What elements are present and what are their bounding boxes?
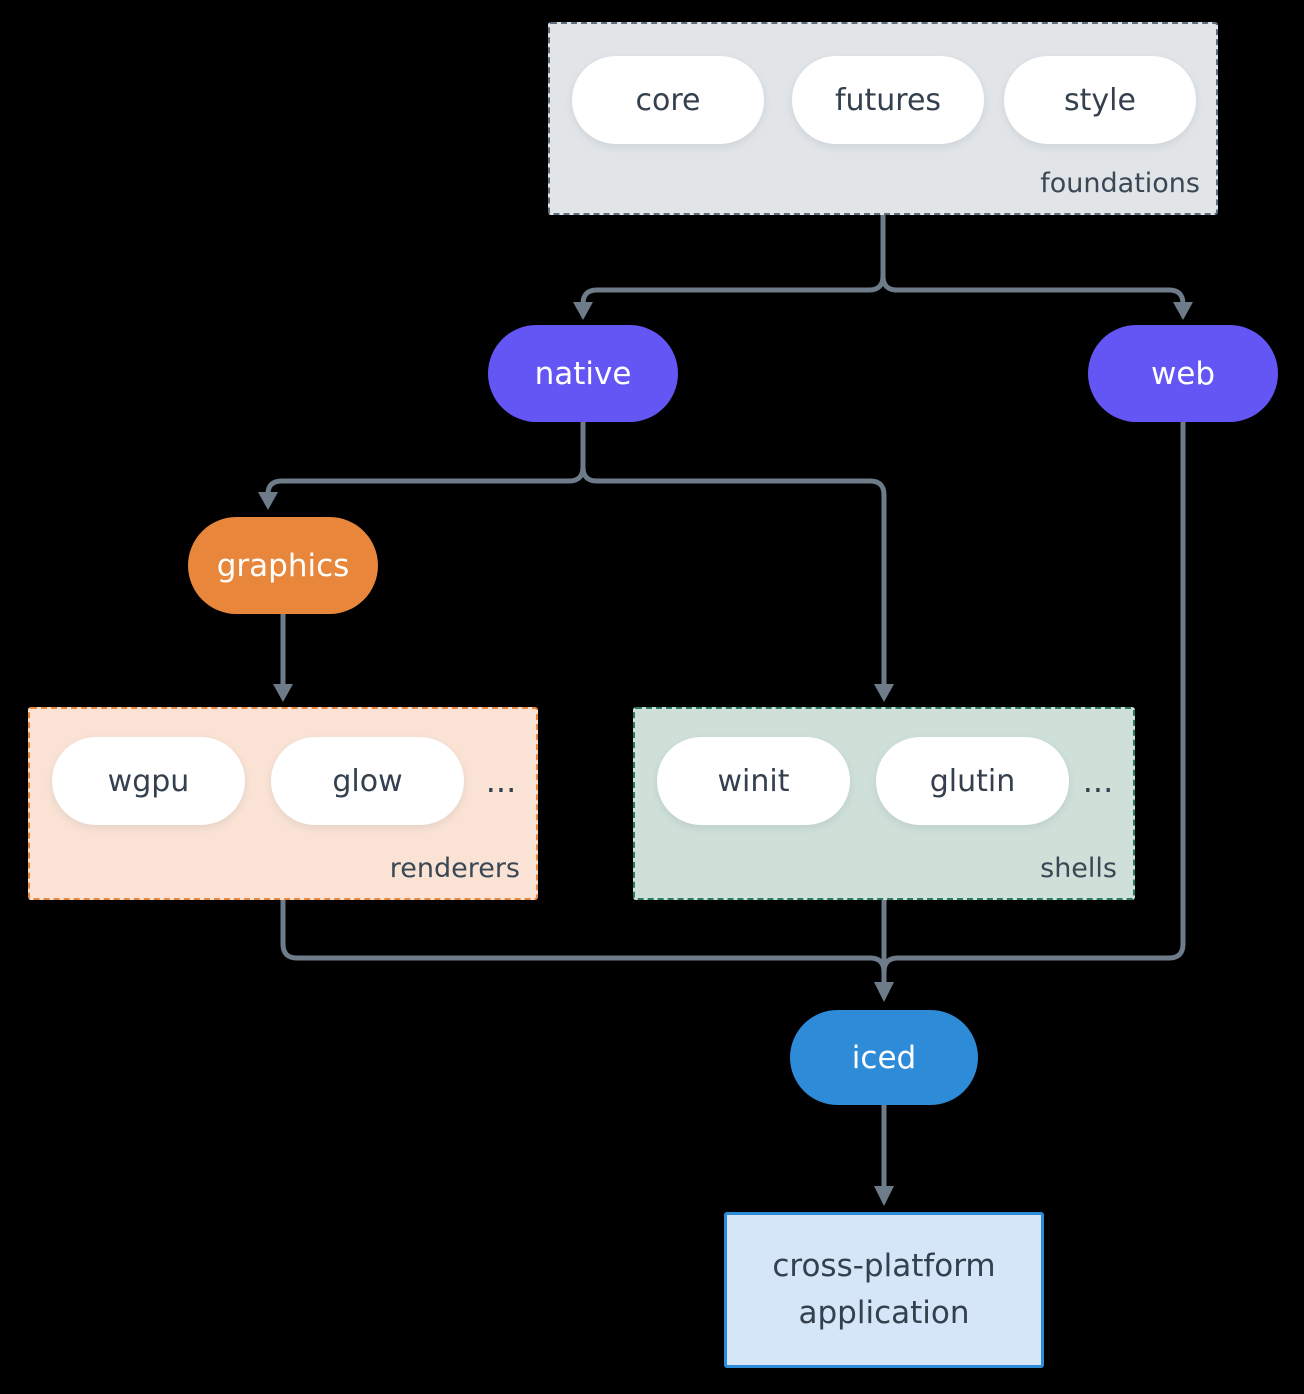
edge-native-shells [580,422,887,686]
pill-wgpu: wgpu [52,737,245,825]
node-iced: iced [790,1010,978,1105]
edge-native-graphics [265,422,586,495]
pill-core: core [572,56,764,144]
node-web: web [1088,325,1278,422]
application-label-line2: application [798,1295,970,1331]
arrowhead-native [573,302,593,320]
group-label-renderers: renderers [389,853,520,884]
application-box: cross-platform application [724,1212,1044,1368]
group-label-shells: shells [1040,853,1117,884]
application-label-line1: cross-platform [772,1248,996,1284]
pill-glow: glow [271,737,464,825]
group-foundations: core futures style foundations [548,22,1218,215]
node-native: native [488,325,678,422]
group-shells: winit glutin ... shells [633,707,1135,900]
edge-renderers-merge [280,900,887,973]
group-renderers: wgpu glow ... renderers [28,707,538,900]
shells-ellipsis: ... [1082,762,1114,800]
pill-winit: winit [657,737,850,825]
arrowhead-shells [874,684,894,702]
pill-glutin: glutin [876,737,1069,825]
arrowhead-renderers [273,684,293,702]
group-label-foundations: foundations [1040,168,1200,199]
arrowhead-iced [874,982,894,1002]
renderers-ellipsis: ... [485,762,517,800]
pill-style: style [1004,56,1196,144]
edge-foundations-web [880,215,1186,305]
edge-foundations-native [580,215,886,305]
node-graphics: graphics [188,517,378,614]
arrowhead-application [874,1186,894,1206]
pill-futures: futures [792,56,984,144]
arrowhead-graphics [258,492,278,510]
arrowhead-web [1173,302,1193,320]
